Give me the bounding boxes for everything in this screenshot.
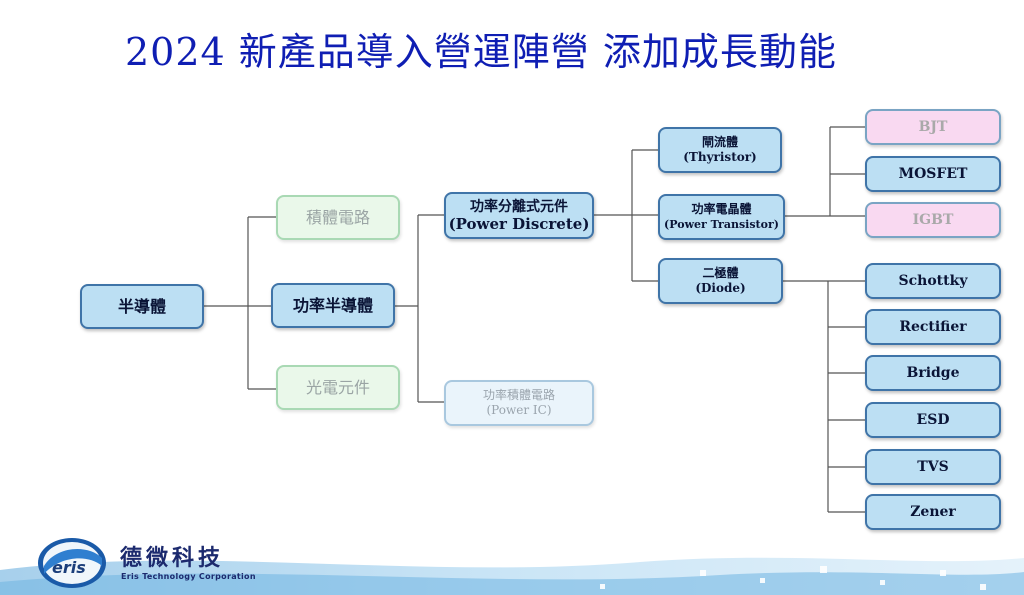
node-bjt-label: BJT: [918, 118, 948, 135]
node-power-ic: 功率積體電路 (Power IC): [444, 380, 594, 426]
node-thyristor-sub: (Thyristor): [683, 150, 757, 164]
node-diode-label: 二極體: [702, 266, 739, 280]
node-diode: 二極體 (Diode): [658, 258, 783, 304]
node-power-transistor-label: 功率電晶體: [691, 202, 752, 216]
node-power-ic-label: 功率積體電路: [482, 388, 555, 402]
node-thyristor: 閘流體 (Thyristor): [658, 127, 782, 173]
node-esd-label: ESD: [916, 411, 950, 428]
node-optoelectronics-label: 光電元件: [305, 378, 370, 397]
node-esd: ESD: [865, 402, 1001, 438]
company-name-en: Eris Technology Corporation: [121, 572, 256, 581]
company-name-cn: 德微科技: [120, 546, 225, 571]
node-schottky: Schottky: [865, 263, 1001, 299]
node-schottky-label: Schottky: [898, 272, 968, 289]
node-mosfet-label: MOSFET: [898, 165, 968, 182]
node-semiconductor-label: 半導體: [117, 297, 166, 316]
node-power-semiconductor: 功率半導體: [271, 283, 395, 328]
footer-wave-decoration: [0, 557, 1024, 595]
node-igbt-label: IGBT: [912, 211, 954, 228]
node-mosfet: MOSFET: [865, 156, 1001, 192]
node-thyristor-label: 閘流體: [701, 135, 738, 149]
node-rectifier: Rectifier: [865, 309, 1001, 345]
node-power-discrete: 功率分離式元件 (Power Discrete): [444, 192, 594, 239]
node-integrated-circuit-label: 積體電路: [305, 208, 370, 227]
page-title: 2024 新產品導入營運陣營 添加成長動能: [125, 30, 837, 74]
node-optoelectronics: 光電元件: [276, 365, 400, 410]
eris-logo: eris: [38, 538, 106, 588]
node-power-transistor: 功率電晶體 (Power Transistor): [658, 194, 785, 240]
node-tvs: TVS: [865, 449, 1001, 485]
node-power-discrete-sub: (Power Discrete): [448, 214, 590, 233]
node-power-transistor-sub: (Power Transistor): [664, 218, 779, 231]
node-igbt: IGBT: [865, 202, 1001, 238]
node-power-ic-sub: (Power IC): [486, 403, 552, 417]
node-bjt: BJT: [865, 109, 1001, 145]
node-zener-label: Zener: [910, 503, 956, 520]
node-rectifier-label: Rectifier: [899, 318, 967, 335]
node-diode-sub: (Diode): [695, 281, 746, 295]
eris-logo-text: eris: [52, 558, 86, 577]
node-bridge-label: Bridge: [906, 364, 960, 381]
node-tvs-label: TVS: [917, 458, 949, 475]
node-power-discrete-label: 功率分離式元件: [470, 198, 568, 215]
node-bridge: Bridge: [865, 355, 1001, 391]
node-semiconductor: 半導體: [80, 284, 204, 329]
node-zener: Zener: [865, 494, 1001, 530]
node-power-semiconductor-label: 功率半導體: [292, 296, 373, 315]
node-integrated-circuit: 積體電路: [276, 195, 400, 240]
